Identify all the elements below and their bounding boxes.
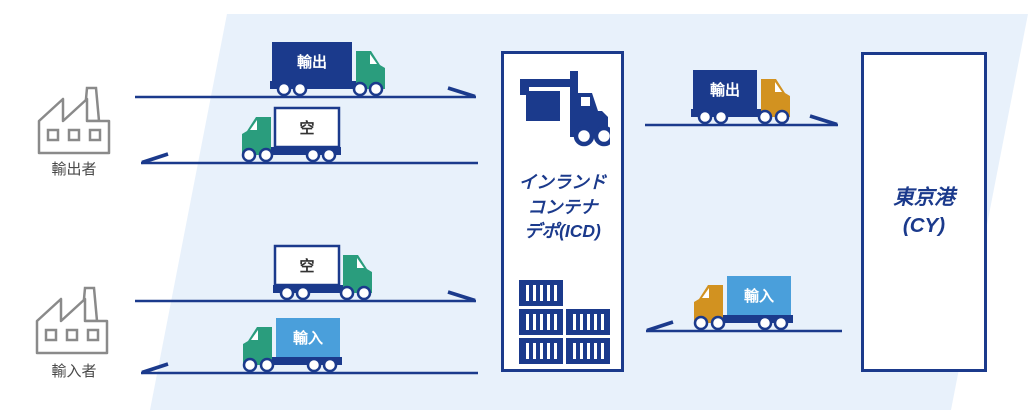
factory-windows xyxy=(44,328,100,342)
cab-window xyxy=(357,258,364,268)
truck-cab xyxy=(694,285,723,323)
truck-container xyxy=(693,70,757,109)
truck-chassis xyxy=(270,81,384,89)
truck-label: 輸出 xyxy=(710,81,740,99)
truck-chassis xyxy=(691,109,789,117)
truck-cab xyxy=(761,79,790,117)
truck-wheels xyxy=(693,315,789,331)
truck-icon: 空 xyxy=(241,106,341,163)
arrowhead-right-icon xyxy=(447,290,476,303)
port-title-line: (CY) xyxy=(902,214,946,237)
truck-icon: 空 xyxy=(273,244,372,301)
truck-container xyxy=(273,106,341,149)
arrowhead-right-icon xyxy=(447,86,476,99)
port-title: 東京港 (CY) xyxy=(893,184,955,240)
arrowhead-left-icon xyxy=(141,152,169,165)
icd-title-line: コンテナ xyxy=(527,196,598,217)
arrow-icd-to-port xyxy=(645,114,838,127)
arrowhead-left-icon xyxy=(141,362,169,375)
truck-wheels xyxy=(242,357,338,373)
truck-wheels xyxy=(279,285,372,301)
truck-label: 輸入 xyxy=(744,287,774,305)
truck-cab xyxy=(343,255,372,293)
forklift-cab-window xyxy=(581,97,590,106)
cab-window xyxy=(250,120,257,130)
truck-label: 空 xyxy=(299,257,314,275)
factory-windows xyxy=(46,128,102,142)
arrow-icd-to-exporter xyxy=(141,152,478,165)
truck-cab xyxy=(243,327,272,365)
truck-label: 輸出 xyxy=(297,53,327,71)
icd-box: インランド コンテナ デポ(ICD) xyxy=(501,51,624,372)
truck-chassis xyxy=(244,357,342,365)
truck-label: 空 xyxy=(299,119,314,137)
exporter-label: 輸出者 xyxy=(51,161,97,178)
truck-container xyxy=(272,42,352,81)
truck-chassis xyxy=(695,315,793,323)
arrowhead-right-icon xyxy=(809,114,838,127)
factory-icon xyxy=(35,286,109,355)
port-title-line: 東京港 xyxy=(893,186,955,209)
port-box: 東京港 (CY) xyxy=(861,52,987,372)
truck-icon: 輸入 xyxy=(242,318,342,373)
truck-chassis xyxy=(273,285,371,293)
container-stack-icon xyxy=(519,280,610,364)
cab-window xyxy=(702,288,709,298)
truck-wheels xyxy=(276,81,384,97)
truck-wheels xyxy=(241,147,337,163)
factory-icon xyxy=(37,86,111,155)
truck-container xyxy=(276,318,340,357)
icd-title-line: デポ(ICD) xyxy=(524,221,601,241)
truck-icon: 輸出 xyxy=(691,70,790,125)
truck-label: 輸入 xyxy=(293,329,323,347)
forklift-wheels xyxy=(573,125,610,147)
cab-window xyxy=(251,330,258,340)
truck-icon: 輸出 xyxy=(270,42,385,97)
truck-wheels xyxy=(697,109,790,125)
icd-title: インランド コンテナ デポ(ICD) xyxy=(504,170,621,244)
truck-container xyxy=(273,244,341,287)
truck-cab xyxy=(356,51,385,89)
cab-window xyxy=(370,54,377,64)
truck-icon: 輸入 xyxy=(693,276,793,331)
truck-chassis xyxy=(243,147,341,155)
importer-label: 輸入者 xyxy=(51,363,97,380)
truck-container xyxy=(727,276,791,315)
arrowhead-left-icon xyxy=(646,320,674,333)
icd-title-line: インランド xyxy=(518,172,607,192)
arrow-icd-to-importer xyxy=(141,362,478,375)
arrow-exporter-to-icd xyxy=(135,86,476,99)
arrow-port-to-icd xyxy=(646,320,842,333)
truck-cab xyxy=(242,117,271,155)
cab-window xyxy=(775,82,782,92)
forklift-icon xyxy=(520,71,610,147)
arrow-importer-to-icd xyxy=(135,290,476,303)
